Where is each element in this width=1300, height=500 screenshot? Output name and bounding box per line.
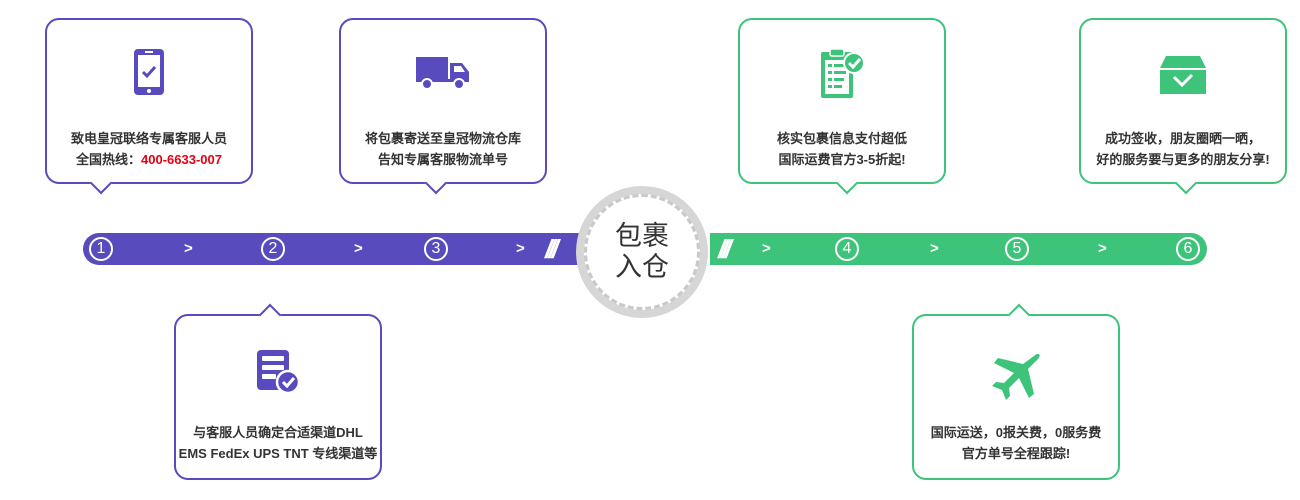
step-3-line1: 将包裹寄送至皇冠物流仓库 bbox=[364, 131, 521, 146]
step-number-4: 4 bbox=[835, 237, 859, 261]
step-3-card: 将包裹寄送至皇冠物流仓库 告知专属客服物流单号 bbox=[339, 18, 547, 195]
clipboard-check-icon bbox=[821, 48, 865, 98]
step-1-card: 致电皇冠联络专属客服人员 全国热线：400-6633-007 bbox=[45, 18, 253, 195]
step-3-line2: 告知专属客服物流单号 bbox=[377, 152, 508, 167]
arrow-icon: > bbox=[930, 240, 939, 257]
center-badge: 包裹 入仓 bbox=[576, 186, 708, 318]
progress-bar-right bbox=[710, 233, 1207, 265]
step-2-line1: 与客服人员确定合适渠道DHL bbox=[193, 425, 363, 440]
center-label-line1: 包裹 bbox=[615, 221, 669, 251]
step-1-hotline-label: 全国热线： bbox=[76, 152, 142, 167]
step-4-line1: 核实包裹信息支付超低 bbox=[776, 131, 907, 146]
arrow-icon: > bbox=[516, 240, 525, 257]
step-5-card: 国际运送，0报关费，0服务费 官方单号全程跟踪! bbox=[912, 303, 1120, 480]
step-5-line1: 国际运送，0报关费，0服务费 bbox=[930, 425, 1102, 440]
step-1-line1: 致电皇冠联络专属客服人员 bbox=[70, 131, 227, 146]
hotline-number: 400-6633-007 bbox=[141, 152, 222, 167]
step-4-card: 核实包裹信息支付超低 国际运费官方3-5折起! bbox=[738, 18, 946, 195]
document-check-icon bbox=[257, 350, 301, 395]
phone-check-icon bbox=[134, 49, 164, 95]
slash-divider-right: /// bbox=[718, 234, 732, 264]
arrow-icon: > bbox=[762, 240, 771, 257]
step-6-card: 成功签收，朋友圈晒一晒， 好的服务要与更多的朋友分享! bbox=[1079, 18, 1287, 195]
step-2-card: 与客服人员确定合适渠道DHL EMS FedEx UPS TNT 专线渠道等 bbox=[174, 303, 382, 480]
step-2-line2: EMS FedEx UPS TNT 专线渠道等 bbox=[178, 446, 378, 461]
step-number-1: 1 bbox=[89, 237, 113, 261]
step-number-5: 5 bbox=[1005, 237, 1029, 261]
slash-divider-left: /// bbox=[545, 234, 559, 264]
step-6-line1: 成功签收，朋友圈晒一晒， bbox=[1104, 131, 1261, 146]
center-label-line2: 入仓 bbox=[615, 252, 669, 282]
step-5-line2: 官方单号全程跟踪! bbox=[961, 446, 1071, 461]
step-number-6: 6 bbox=[1176, 237, 1200, 261]
step-4-line2: 国际运费官方3-5折起! bbox=[778, 152, 906, 167]
center-badge-inner: 包裹 入仓 bbox=[584, 194, 700, 310]
truck-icon bbox=[416, 57, 469, 90]
box-check-icon bbox=[1160, 56, 1206, 94]
step-number-2: 2 bbox=[261, 237, 285, 261]
arrow-icon: > bbox=[184, 240, 193, 257]
step-number-3: 3 bbox=[424, 237, 448, 261]
step-6-line2: 好的服务要与更多的朋友分享! bbox=[1096, 152, 1270, 167]
arrow-icon: > bbox=[354, 240, 363, 257]
arrow-icon: > bbox=[1098, 240, 1107, 257]
progress-bar-left bbox=[83, 233, 583, 265]
airplane-icon bbox=[992, 353, 1040, 400]
